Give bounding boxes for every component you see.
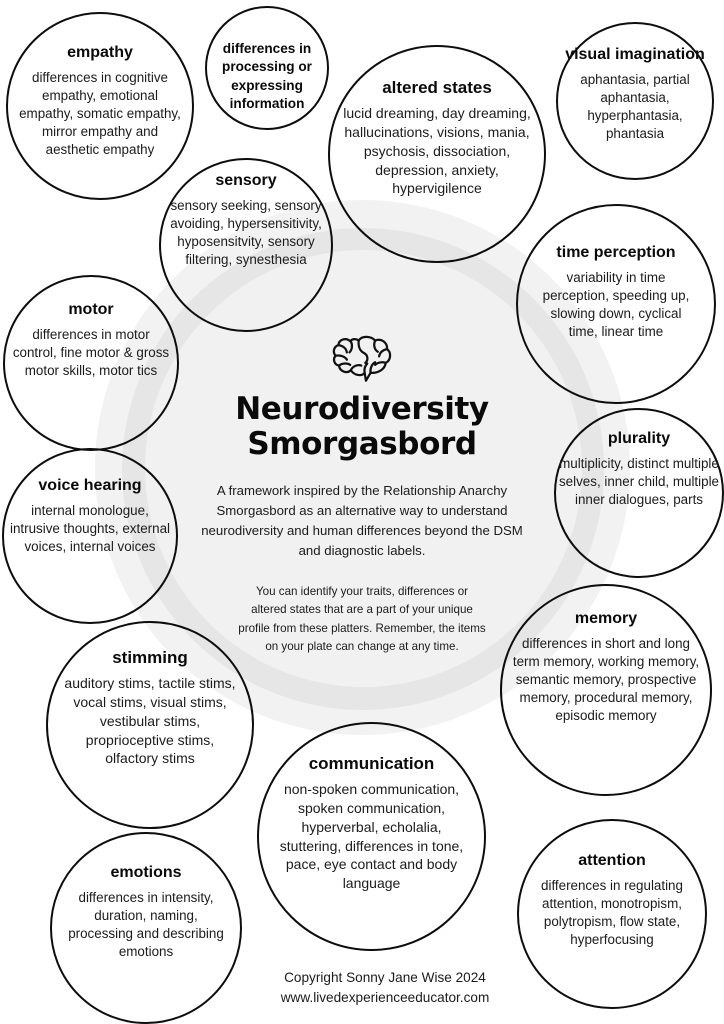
bubble-motor-body: differences in motor control, fine motor… [12, 327, 170, 379]
bubble-processing[interactable]: differences in processing or expressing … [205, 6, 329, 130]
bubble-sensory-title: sensory [215, 172, 277, 189]
footer-website: www.livedexperienceeducator.com [280, 989, 490, 1005]
footer: Copyright Sonny Jane Wise 2024 www.lived… [240, 968, 530, 1007]
note-paragraph: You can identify your traits, difference… [238, 584, 486, 653]
bubble-empathy-body: differences in cognitive empathy, emotio… [19, 70, 181, 158]
bubble-sensory-body: sensory seeking, sensory avoiding, hyper… [170, 198, 322, 268]
intro-paragraph: A framework inspired by the Relationship… [201, 482, 523, 558]
bubble-time-perception[interactable]: time perception variability in time perc… [516, 204, 716, 404]
bubble-plurality-body: multiplicity, distinct multiple selves, … [558, 456, 719, 508]
bubble-communication-body: non-spoken communication, spoken communi… [279, 781, 464, 892]
bubble-visual-imagination[interactable]: visual imagination aphantasia, partial a… [556, 22, 714, 180]
bubble-altered-states-title: altered states [382, 78, 492, 97]
bubble-memory-body: differences in short and long term memor… [512, 636, 700, 724]
bubble-voice-hearing[interactable]: voice hearing internal monologue, intrus… [2, 448, 178, 624]
bubble-empathy[interactable]: empathy differences in cognitive empathy… [6, 12, 194, 200]
page-title-line-2: Smorgasbord [247, 426, 477, 463]
bubble-stimming-title: stimming [112, 648, 188, 667]
bubble-voice-hearing-body: internal monologue, intrusive thoughts, … [9, 503, 171, 555]
bubble-visual-imagination-title: visual imagination [565, 46, 705, 63]
page-title-line-1: Neurodiversity [235, 391, 489, 427]
bubble-visual-imagination-body: aphantasia, partial aphantasia, hyperpha… [580, 72, 690, 142]
center-content: Neurodiversity Smorgasbord A framework i… [180, 332, 544, 656]
bubble-emotions-body: differences in intensity, duration, nami… [68, 890, 224, 960]
footer-copyright: Copyright Sonny Jane Wise 2024 [284, 970, 486, 985]
bubble-attention-title: attention [578, 852, 646, 869]
bubble-time-perception-body: variability in time perception, speeding… [542, 270, 690, 340]
bubble-motor[interactable]: motor differences in motor control, fine… [3, 275, 179, 451]
bubble-stimming-body: auditory stims, tactile stims, vocal sti… [64, 675, 236, 767]
bubble-attention[interactable]: attention differences in regulating atte… [517, 819, 707, 1009]
bubble-communication[interactable]: communication non-spoken communication, … [257, 722, 486, 951]
bubble-emotions-title: emotions [110, 864, 182, 881]
bubble-processing-body: differences in processing or expressing … [222, 41, 312, 112]
bubble-motor-title: motor [68, 301, 114, 318]
bubble-stimming[interactable]: stimming auditory stims, tactile stims, … [46, 621, 254, 829]
bubble-voice-hearing-title: voice hearing [38, 477, 142, 494]
bubble-altered-states[interactable]: altered states lucid dreaming, day dream… [328, 45, 546, 263]
page-title: Neurodiversity Smorgasbord [180, 391, 544, 463]
brain-icon [332, 335, 392, 382]
bubble-emotions[interactable]: emotions differences in intensity, durat… [50, 832, 242, 1024]
bubble-plurality-title: plurality [607, 430, 671, 447]
bubble-memory[interactable]: memory differences in short and long ter… [500, 584, 712, 796]
bubble-empathy-title: empathy [67, 44, 133, 61]
bubble-memory-title: memory [574, 610, 638, 627]
bubble-altered-states-body: lucid dreaming, day dreaming, hallucinat… [343, 105, 531, 197]
bubble-sensory[interactable]: sensory sensory seeking, sensory avoidin… [159, 158, 333, 332]
bubble-time-perception-title: time perception [556, 244, 676, 261]
bubble-communication-title: communication [308, 754, 435, 773]
bubble-attention-body: differences in regulating attention, mon… [541, 878, 683, 948]
bubble-plurality[interactable]: plurality multiplicity, distinct multipl… [554, 408, 724, 578]
